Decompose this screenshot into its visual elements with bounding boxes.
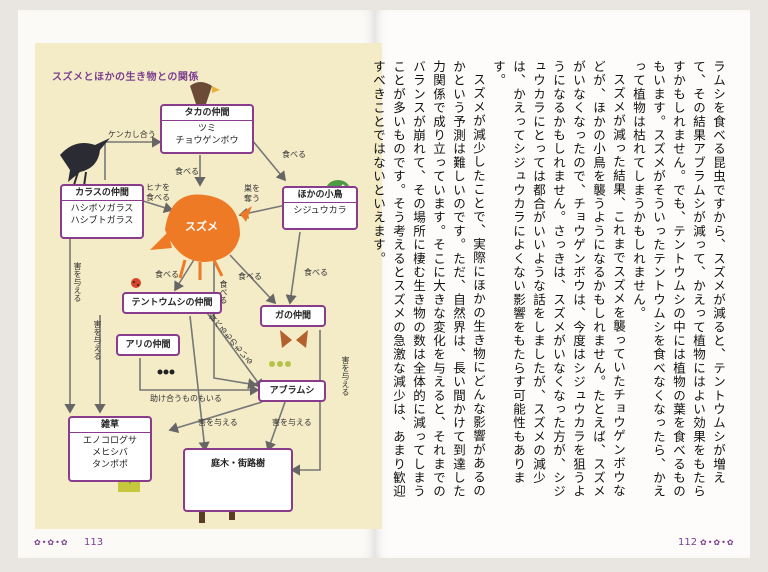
node-zassou: 雑草 エノコログサ メヒシバ タンポポ (68, 416, 152, 482)
label-taberu-3: 食べる (155, 270, 179, 279)
label-taberu-4: 食べる (238, 272, 262, 281)
folio-deco-right: ✿•✿•✿ (700, 538, 735, 547)
node-tentoumushi: テントウムシの仲間 (122, 292, 222, 314)
label-hina: ヒナを 食べる (146, 183, 170, 202)
label-taberu-6: 食べる (304, 268, 328, 277)
page-number-left: 113 (84, 537, 104, 548)
right-page (375, 10, 750, 558)
paragraph: スズメが減った結果、これまでスズメを襲っていたチョウゲンボウなどが、ほかの小鳥を… (491, 60, 626, 499)
ladybug-illustration (131, 278, 141, 288)
label-kenka: ケンカし合う (108, 130, 156, 139)
label-taberu-2: 食べる (282, 150, 306, 159)
aphid-illustration (269, 361, 291, 367)
node-ari: アリの仲間 (116, 334, 180, 356)
crow-illustration (60, 138, 110, 187)
node-kotori: ほかの小鳥 シジュウカラ (282, 186, 358, 230)
paragraph: スズメが減少したことで、実際にほかの生き物にどんな影響があるのかという予測は難し… (371, 60, 486, 499)
node-suzume: スズメ (185, 220, 218, 233)
body-text: ラムシを食べる昆虫ですから、スズメが減ると、テントウムシが増えて、その結果アブラ… (371, 60, 728, 500)
folio-deco-left: ✿•✿•✿ (34, 538, 69, 547)
label-tasuke: 助け合うものもいる (150, 394, 222, 403)
ant-illustration (157, 369, 175, 375)
suzume-illustration (150, 194, 252, 280)
label-taberu-5: 食べる (219, 280, 228, 304)
label-su: 巣を 奪う (244, 184, 260, 203)
hawk-illustration (190, 82, 220, 104)
node-karasu: カラスの仲間 ハシボソガラス ハシブトガラス (60, 184, 144, 239)
label-gai-4: 害を与える (198, 418, 238, 427)
label-gai-3: 害を与える (341, 356, 350, 396)
node-taka: タカの仲間 ツミ チョウゲンボウ (160, 104, 254, 154)
node-aburamushi: アブラムシ (258, 380, 326, 402)
label-gai-2: 害を与える (93, 320, 102, 360)
label-gai-1: 害を与える (73, 262, 82, 302)
diagram-title: スズメとほかの生き物との関係 (52, 72, 199, 83)
node-ga: ガの仲間 (260, 305, 326, 327)
node-teiboku: 庭木・街路樹 (183, 448, 293, 512)
moth-illustration (280, 330, 308, 348)
page-number-right: 112 (678, 537, 698, 548)
label-gai-5: 害を与える (272, 418, 312, 427)
label-taberu-1: 食べる (175, 167, 199, 176)
paragraph: ラムシを食べる昆虫ですから、スズメが減ると、テントウムシが増えて、その結果アブラ… (631, 60, 726, 499)
